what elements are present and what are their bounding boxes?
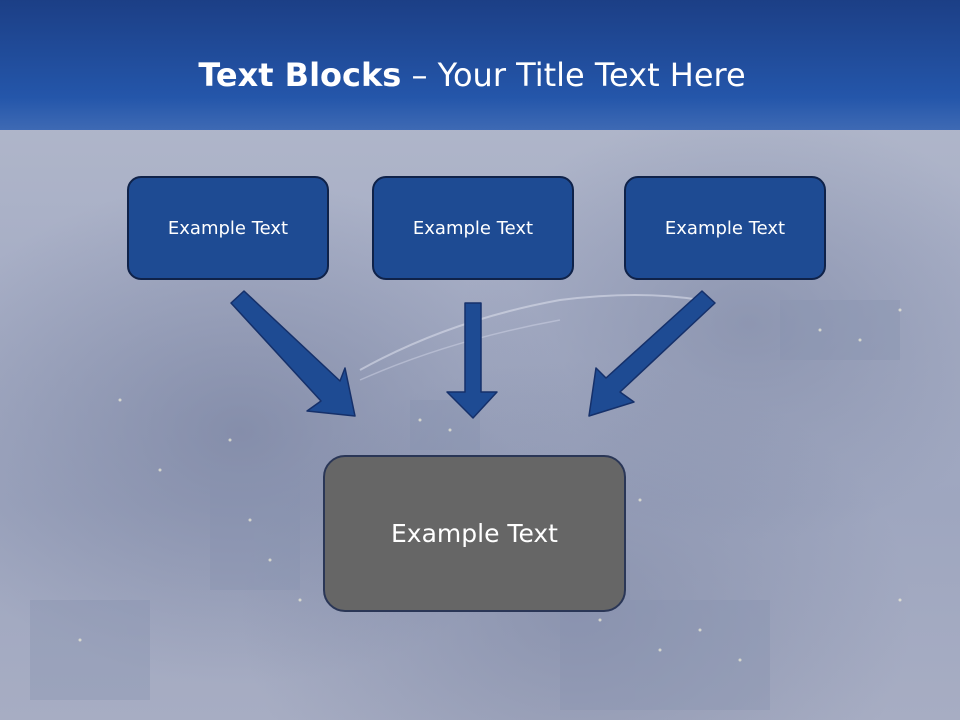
arrow-center <box>446 302 498 419</box>
title-rest: Your Title Text Here <box>437 56 746 94</box>
title-bold-part: Text Blocks <box>198 56 402 94</box>
text-box-right: Example Text <box>624 176 826 280</box>
text-box-center-label: Example Text <box>412 217 534 239</box>
text-box-left-label: Example Text <box>167 217 289 239</box>
target-text-box-label: Example Text <box>391 519 558 548</box>
arrow-left <box>230 290 356 417</box>
arrow-right <box>588 290 716 417</box>
title-separator: – <box>401 56 438 94</box>
target-text-box: Example Text <box>323 455 626 612</box>
text-box-center: Example Text <box>372 176 574 280</box>
text-box-left: Example Text <box>127 176 329 280</box>
title-bar <box>0 0 960 130</box>
slide-title: Text Blocks – Your Title Text Here <box>0 56 944 94</box>
text-box-right-label: Example Text <box>664 217 786 239</box>
